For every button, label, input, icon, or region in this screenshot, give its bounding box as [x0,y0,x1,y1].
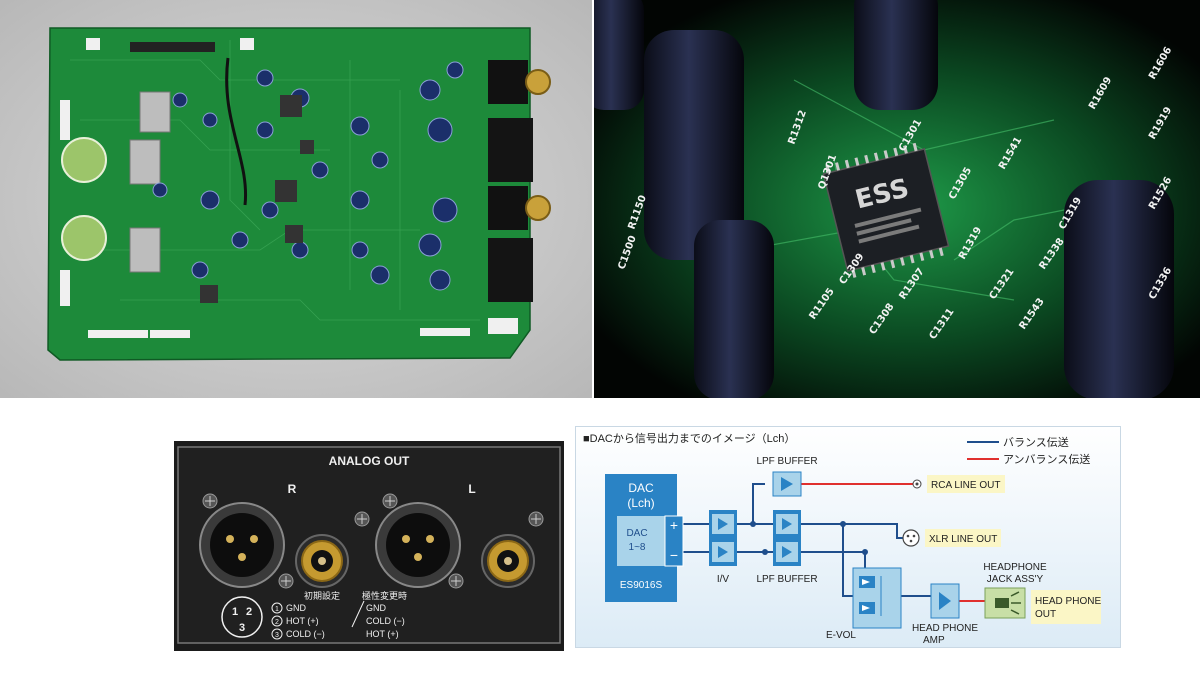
dac-block-channel: (Lch) [627,496,654,510]
lpf-buffer-top: LPF BUFFER [756,456,818,497]
pin-reversed: COLD (−) [366,616,405,626]
hp-out-label-2: OUT [1035,609,1056,620]
dac-block-label: DAC [628,481,654,495]
hp-amp-label-2: AMP [923,635,945,646]
right-channel-label: R [288,482,297,496]
legend-balanced: バランス伝送 [1003,435,1069,449]
minus-terminal: − [670,547,678,563]
rca-line-out: RCA LINE OUT [912,475,1005,493]
dac-inner-label: DAC [626,528,647,539]
left-channel-label: L [468,482,475,496]
pin-initial: COLD (−) [286,629,325,639]
screw [278,573,294,589]
capacitor-large [61,137,107,183]
pin-table-num: 3 [275,632,279,639]
legend: バランス伝送 アンバランス伝送 [967,435,1090,466]
evol-block: E-VOL [826,567,902,641]
pin-table-num: 1 [275,606,279,613]
evol-label: E-VOL [826,630,856,641]
reversed-setting-header: 極性変更時 [362,590,407,601]
hp-out-label: HEAD PHONE [1035,596,1101,607]
rca-output-right [295,534,349,588]
pin-reversed: GND [366,603,387,613]
screw [354,511,370,527]
dac-inner-range: 1~8 [629,542,646,553]
capacitor [594,0,644,110]
jack-label-2: JACK ASS'Y [987,574,1044,585]
ribbon-connector [130,42,215,52]
rca-output-left [481,534,535,588]
analog-out-panel: ANALOG OUT R L [174,441,564,651]
dac-block: DAC (Lch) DAC 1~8 + − ES9016S [605,474,684,602]
pin-number: 1 [232,606,238,618]
capacitor [854,0,938,110]
xlr-jack [488,238,533,302]
pin-initial: GND [286,603,307,613]
screw [448,573,464,589]
headphone-out: HEAD PHONE OUT [1031,590,1101,624]
dac-chip-name: ES9016S [620,580,663,591]
pin-reversed: HOT (+) [366,629,399,639]
xlr-jack [488,118,533,182]
capacitor [1064,180,1174,398]
pin-initial: HOT (+) [286,616,319,626]
xlr-output-right [199,502,285,588]
screw [528,511,544,527]
unbalanced-wires [801,483,985,602]
analog-out-title: ANALOG OUT [329,454,410,468]
capacitor [694,220,774,398]
xlr-output-left [375,502,461,588]
lpf-bottom-label: LPF BUFFER [756,574,817,585]
rca-jack [488,186,551,230]
rca-line-out-label: RCA LINE OUT [931,480,1000,491]
signal-flow-diagram: ■DACから信号出力までのイメージ（Lch） バランス伝送 アンバランス伝送 [575,426,1121,648]
rca-jack [488,60,551,104]
headphone-jack-assembly: HEADPHONE JACK ASS'Y [983,562,1047,619]
dac-chip: ESS [822,142,950,278]
jack-label: HEADPHONE [983,562,1047,573]
initial-setting-header: 初期設定 [304,590,340,601]
pin-number: 2 [246,606,252,618]
capacitor [644,30,744,260]
screw [202,493,218,509]
plus-terminal: + [670,517,678,533]
hp-amp-label: HEAD PHONE [912,623,978,634]
diagram-title: ■DACから信号出力までのイメージ（Lch） [583,431,795,445]
lpf-buffer-bottom: LPF BUFFER [756,510,818,585]
iv-label: I/V [717,574,730,585]
pcb-photo [0,0,592,398]
pin-number: 3 [239,622,245,634]
iv-converter-block: I/V [709,510,737,585]
capacitor-large [61,215,107,261]
xlr-pin-diagram: 1 2 3 [221,596,263,638]
pin-table-num: 2 [275,619,279,626]
screw [382,493,398,509]
lpf-top-label: LPF BUFFER [756,456,817,467]
pcb-illustration [0,0,592,398]
xlr-line-out-label: XLR LINE OUT [929,534,997,545]
xlr-line-out: XLR LINE OUT [902,529,1001,547]
legend-unbalanced: アンバランス伝送 [1003,452,1090,466]
headphone-amp-block: HEAD PHONE AMP [912,583,978,646]
